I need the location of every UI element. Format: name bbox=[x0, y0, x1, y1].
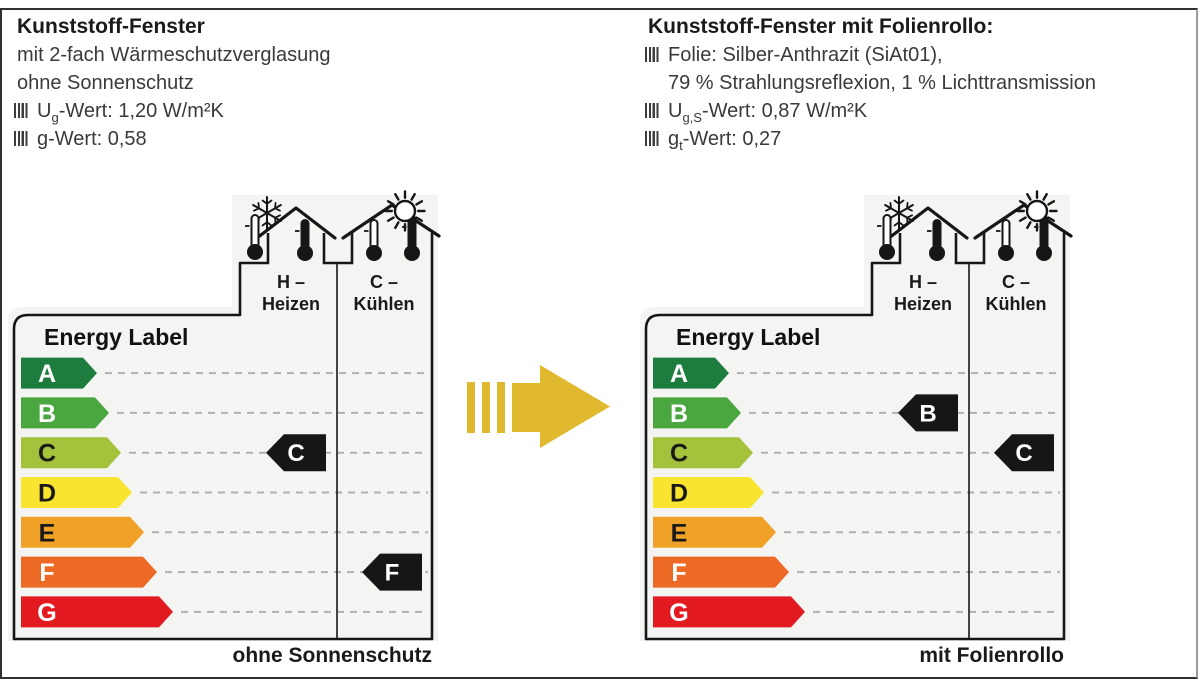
column-label-H: H – bbox=[909, 272, 937, 292]
energy-label-title: Energy Label bbox=[44, 324, 188, 350]
arrow-stripe bbox=[497, 382, 505, 433]
class-arrow-D: D bbox=[21, 477, 132, 508]
column-label-H: H – bbox=[277, 272, 305, 292]
cooling-house-roof bbox=[973, 203, 1073, 240]
right-header-bullet-text: Ug,S-Wert: 0,87 W/m²K bbox=[668, 100, 868, 125]
column-label-C: C – bbox=[370, 272, 398, 292]
svg-text:F: F bbox=[671, 559, 686, 587]
svg-text:B: B bbox=[38, 400, 56, 428]
indoor-thermometer-cool-icon bbox=[364, 219, 382, 261]
left-header-title: Kunststoff-Fenster bbox=[17, 15, 205, 38]
rating-marker-H-C: C bbox=[266, 434, 326, 472]
indoor-thermometer-cool-icon bbox=[996, 219, 1014, 261]
class-arrow-C: C bbox=[653, 437, 753, 469]
transition-arrow bbox=[450, 355, 615, 455]
svg-text:E: E bbox=[39, 519, 56, 547]
right-header-bullet-continuation: 79 % Strahlungsreflexion, 1 % Lichttrans… bbox=[668, 72, 1096, 94]
quad-bars-icon bbox=[14, 103, 28, 118]
energy-label-title: Energy Label bbox=[676, 324, 820, 350]
svg-text:C: C bbox=[287, 440, 304, 467]
class-arrow-A: A bbox=[21, 357, 97, 389]
outdoor-thermometer-cold-icon bbox=[245, 214, 263, 260]
right-header: Kunststoff-Fenster mit Folienrollo: Folie… bbox=[645, 13, 1185, 153]
left-header-bullet-item: g-Wert: 0,58 bbox=[14, 125, 614, 153]
arrow-stripe bbox=[467, 382, 475, 433]
sun-icon bbox=[384, 190, 426, 232]
class-arrow-F: F bbox=[653, 556, 789, 588]
left-header-line: mit 2-fach Wärmeschutzverglasung bbox=[17, 44, 331, 66]
rating-marker-H-B: B bbox=[898, 394, 958, 432]
indoor-thermometer-warm-icon bbox=[927, 219, 945, 261]
right-header-bullet-item: gt-Wert: 0,27 bbox=[645, 125, 1185, 153]
outdoor-thermometer-cold-icon bbox=[877, 214, 895, 260]
heating-house-roof bbox=[887, 206, 969, 240]
snowflake-icon bbox=[884, 196, 914, 230]
column-label-H-word: Heizen bbox=[894, 294, 952, 314]
svg-text:A: A bbox=[670, 360, 688, 388]
class-arrow-F: F bbox=[21, 556, 157, 588]
right-header-bullet-item: Folie: Silber-Anthrazit (SiAt01), bbox=[645, 41, 1185, 69]
cooling-house-roof bbox=[341, 203, 441, 240]
svg-text:B: B bbox=[670, 400, 688, 428]
right-header-bullet-text: Folie: Silber-Anthrazit (SiAt01), bbox=[668, 44, 943, 66]
quad-bars-icon bbox=[645, 103, 659, 118]
rating-marker-C-F: F bbox=[362, 553, 422, 591]
left-header-bullet-item: Ug-Wert: 1,20 W/m²K bbox=[14, 97, 614, 125]
column-label-H-word: Heizen bbox=[262, 294, 320, 314]
svg-text:D: D bbox=[38, 480, 56, 508]
left-caption: ohne Sonnenschutz bbox=[232, 644, 433, 667]
svg-text:F: F bbox=[385, 560, 400, 587]
svg-text:A: A bbox=[38, 360, 56, 388]
label-outline bbox=[644, 233, 1066, 641]
class-arrow-C: C bbox=[21, 437, 121, 469]
left-header-bullet-text: Ug-Wert: 1,20 W/m²K bbox=[37, 100, 224, 125]
left-header: Kunststoff-Fenster mit 2-fach Wärmeschutz… bbox=[14, 13, 614, 153]
svg-text:D: D bbox=[670, 480, 688, 508]
sun-icon bbox=[1016, 190, 1058, 232]
svg-text:G: G bbox=[669, 599, 688, 627]
right-header-title: Kunststoff-Fenster mit Folienrollo: bbox=[648, 15, 994, 38]
arrow-stripe bbox=[482, 382, 490, 433]
svg-text:F: F bbox=[39, 559, 54, 587]
class-arrow-E: E bbox=[21, 516, 144, 548]
column-label-C-word: Kühlen bbox=[986, 294, 1047, 314]
quad-bars-icon bbox=[645, 47, 659, 62]
svg-text:C: C bbox=[38, 440, 56, 468]
class-arrow-A: A bbox=[653, 357, 729, 389]
house-gap-outline bbox=[322, 233, 354, 265]
arrow-head bbox=[512, 365, 610, 448]
right-header-bullet-item: Ug,S-Wert: 0,87 W/m²K bbox=[645, 97, 1185, 125]
quad-bars-icon bbox=[645, 131, 659, 146]
class-arrow-G: G bbox=[21, 596, 173, 628]
svg-text:B: B bbox=[919, 400, 936, 427]
left-header-line: ohne Sonnenschutz bbox=[17, 72, 194, 94]
class-arrow-G: G bbox=[653, 596, 805, 628]
label-outline bbox=[12, 233, 434, 641]
right-caption: mit Folienrollo bbox=[919, 644, 1064, 667]
column-label-C: C – bbox=[1002, 272, 1030, 292]
svg-text:E: E bbox=[671, 519, 688, 547]
quad-bars-icon bbox=[14, 131, 28, 146]
rating-marker-C-C: C bbox=[994, 434, 1054, 472]
heating-house-roof bbox=[255, 206, 337, 240]
column-label-C-word: Kühlen bbox=[354, 294, 415, 314]
class-arrow-E: E bbox=[653, 516, 776, 548]
class-arrow-B: B bbox=[21, 397, 109, 429]
svg-text:G: G bbox=[37, 599, 56, 627]
class-arrow-D: D bbox=[653, 477, 764, 508]
left-header-bullet-text: g-Wert: 0,58 bbox=[37, 128, 147, 150]
svg-text:C: C bbox=[670, 440, 688, 468]
class-arrow-B: B bbox=[653, 397, 741, 429]
svg-text:C: C bbox=[1015, 440, 1032, 467]
gold-arrow-figure bbox=[467, 365, 610, 448]
right-header-bullet-text: gt-Wert: 0,27 bbox=[668, 128, 782, 153]
house-gap-outline bbox=[954, 233, 986, 265]
indoor-thermometer-warm-icon bbox=[295, 219, 313, 261]
